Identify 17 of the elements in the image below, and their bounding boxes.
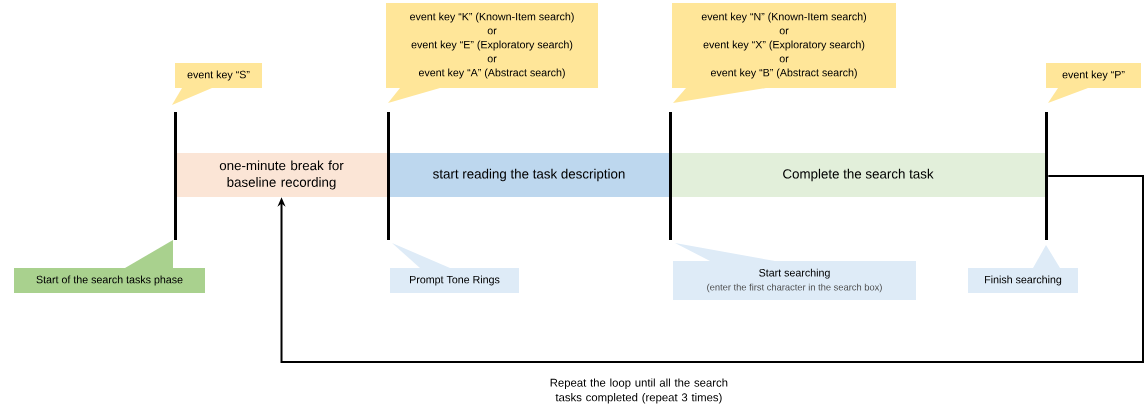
phase-band: one-minute break for baseline recording: [175, 153, 388, 197]
callout: Start searching (enter the first character in the search box): [673, 243, 916, 300]
callout: Prompt Tone Rings: [390, 243, 519, 293]
callout: Finish searching: [968, 245, 1078, 293]
edge-label: Repeat the loop until all the search tasks completed (repeat 3 times): [550, 378, 728, 404]
callout: event key “P”: [1046, 63, 1141, 103]
timeline-marker: [387, 112, 390, 240]
callout: event key “S”: [172, 63, 262, 105]
phase-band: Complete the search task: [670, 153, 1046, 197]
timeline-marker: [1045, 112, 1048, 240]
callout: event key “K” (Known-Item search) or event key “E” (Exploratory search) or event key “A” (Abstract search): [386, 3, 598, 103]
phase-band: start reading the task description: [388, 153, 670, 197]
timeline-marker: [669, 112, 672, 240]
callout: event key “N” (Known-Item search) or event key “X” (Exploratory search) or event key “B” (Abstract search): [672, 3, 896, 103]
loop-arrow: [277, 175, 1144, 363]
timeline-marker: [174, 112, 177, 240]
callout: Start of the search tasks phase: [14, 240, 205, 293]
